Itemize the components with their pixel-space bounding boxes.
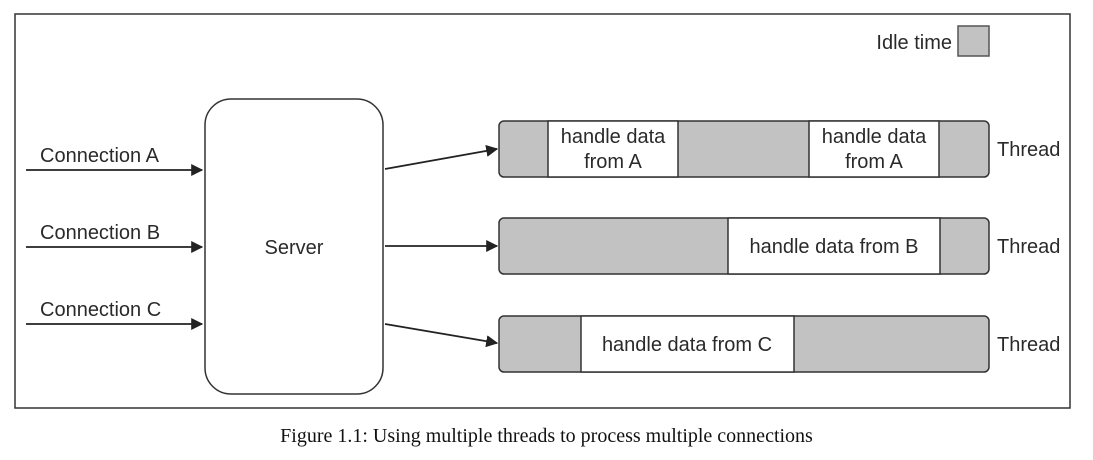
server: Server: [204, 98, 384, 395]
connection-b: Connection B: [26, 222, 204, 253]
thread-1-work-segment-2: [808, 120, 940, 178]
legend-label: Idle time: [876, 32, 952, 54]
thread-1-work-segment-1-line1: handle data: [561, 126, 666, 148]
server-label: Server: [265, 237, 324, 259]
thread-3-work-segment-1: [580, 315, 795, 373]
thread-3: handle data from C Thread: [498, 315, 1060, 373]
thread-2-work-segment-1: [727, 217, 941, 275]
connection-a-label: Connection A: [40, 145, 160, 167]
connection-b-label: Connection B: [40, 222, 160, 244]
thread-1: handle data from A handle data from A Th…: [498, 120, 1060, 178]
thread-3-label: Thread: [997, 334, 1060, 356]
thread-3-work-segment-1-text: handle data from C: [602, 334, 772, 356]
figure-caption: Figure 1.1: Using multiple threads to pr…: [280, 425, 813, 447]
server-box: [204, 98, 384, 395]
server-to-thread-3-arrow: [384, 323, 499, 348]
thread-1-label: Thread: [997, 139, 1060, 161]
thread-1-work-segment-2-line1: handle data: [822, 126, 927, 148]
thread-2-work-segment-1-text: handle data from B: [750, 236, 919, 258]
thread-1-work-segment-1-line2: from A: [584, 151, 642, 173]
thread-1-work-segment-2-line2: from A: [845, 151, 903, 173]
thread-2: handle data from B Thread: [498, 217, 1060, 275]
server-to-thread-1-arrow: [384, 144, 499, 170]
connection-c: Connection C: [26, 299, 204, 330]
idle-time-swatch: [957, 25, 990, 57]
thread-2-label: Thread: [997, 236, 1060, 258]
connection-a: Connection A: [26, 145, 204, 176]
thread-1-work-segment-1: [547, 120, 679, 178]
legend: Idle time: [876, 25, 990, 57]
connection-c-label: Connection C: [40, 299, 161, 321]
